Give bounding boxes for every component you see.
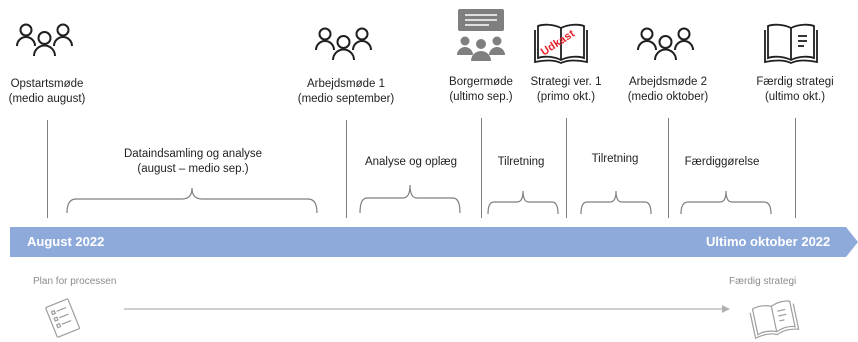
phase-label-faerdiggorelse: Færdiggørelse bbox=[684, 156, 760, 168]
people-icon bbox=[16, 23, 73, 57]
milestone-label-arbejdsmode-2: Arbejdsmøde 2(medio oktober) bbox=[627, 76, 709, 103]
milestone-label-faerdig-strategi: Færdig strategi(ultimo okt.) bbox=[756, 76, 834, 103]
phase-bracket bbox=[487, 190, 559, 215]
footer-arrow bbox=[124, 305, 730, 313]
audience-presentation-icon bbox=[457, 9, 505, 61]
phase-label-analyse: Analyse og oplæg bbox=[364, 156, 458, 168]
milestone-line bbox=[346, 120, 347, 218]
people-icon bbox=[637, 27, 694, 61]
timeline-end-label: Ultimo oktober 2022 bbox=[706, 234, 831, 249]
milestone-line bbox=[566, 118, 567, 218]
people-icon bbox=[315, 27, 372, 61]
phase-bracket bbox=[66, 187, 318, 214]
checklist-document-icon bbox=[45, 298, 81, 338]
phase-bracket bbox=[680, 190, 772, 215]
open-book-draft-icon bbox=[534, 23, 588, 65]
phase-bracket bbox=[359, 184, 461, 214]
milestone-line bbox=[47, 120, 48, 218]
footer-right-label: Færdig strategi bbox=[729, 276, 797, 287]
phase-label-tilretning-1: Tilretning bbox=[497, 156, 545, 168]
milestone-line bbox=[668, 118, 669, 218]
milestone-label-borgermode: Borgermøde(ultimo sep.) bbox=[449, 76, 513, 103]
phase-label-tilretning-2: Tilretning bbox=[591, 153, 639, 165]
milestone-label-opstart: Opstartsmøde(medio august) bbox=[8, 78, 86, 105]
footer-left-label: Plan for processen bbox=[33, 276, 117, 287]
open-book-icon bbox=[749, 300, 800, 340]
phase-label-dataindsamling: Dataindsamling og analyse(august – medio… bbox=[123, 148, 263, 175]
open-book-icon bbox=[764, 23, 818, 65]
milestone-label-arbejdsmode-1: Arbejdsmøde 1(medio september) bbox=[297, 78, 395, 105]
milestone-line bbox=[795, 118, 796, 218]
phase-bracket bbox=[580, 190, 652, 215]
timeline-band bbox=[10, 227, 858, 257]
milestone-line bbox=[481, 118, 482, 218]
milestone-label-strategi-ver-1: Strategi ver. 1(primo okt.) bbox=[530, 76, 602, 103]
timeline-start-label: August 2022 bbox=[27, 234, 105, 249]
